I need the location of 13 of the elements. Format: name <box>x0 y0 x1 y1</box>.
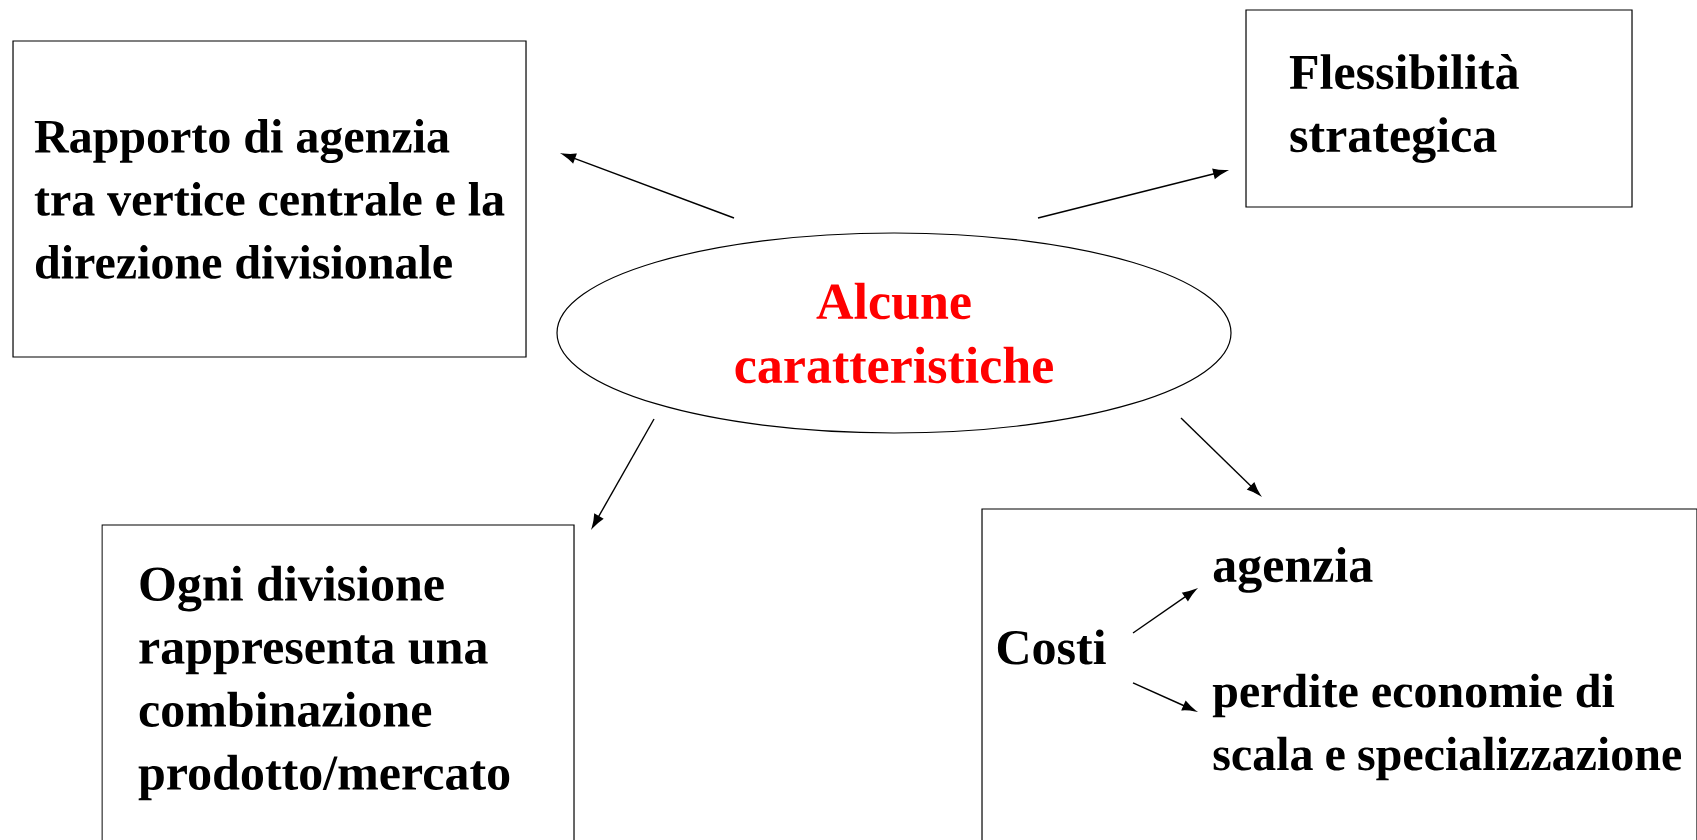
arrow <box>1132 589 1197 634</box>
text-box: Rapporto di agenzia tra vertice centrale e la direzione divisionale <box>12 40 527 358</box>
arrow <box>562 153 735 219</box>
arrow <box>1180 417 1261 496</box>
arrow <box>1037 168 1227 219</box>
arrow <box>1132 682 1196 712</box>
label-text: agenzia <box>1213 547 1373 593</box>
label-text: perdite economie di scala e specializzazione <box>1212 673 1681 781</box>
text-box: Flessibilità strategica <box>1245 9 1633 208</box>
arrow <box>591 418 655 528</box>
label-text: Costi <box>997 629 1106 665</box>
text-box <box>981 508 1697 840</box>
text-box: Ogni divisione rappresenta una combinazione prodotto/mercato <box>101 524 575 840</box>
